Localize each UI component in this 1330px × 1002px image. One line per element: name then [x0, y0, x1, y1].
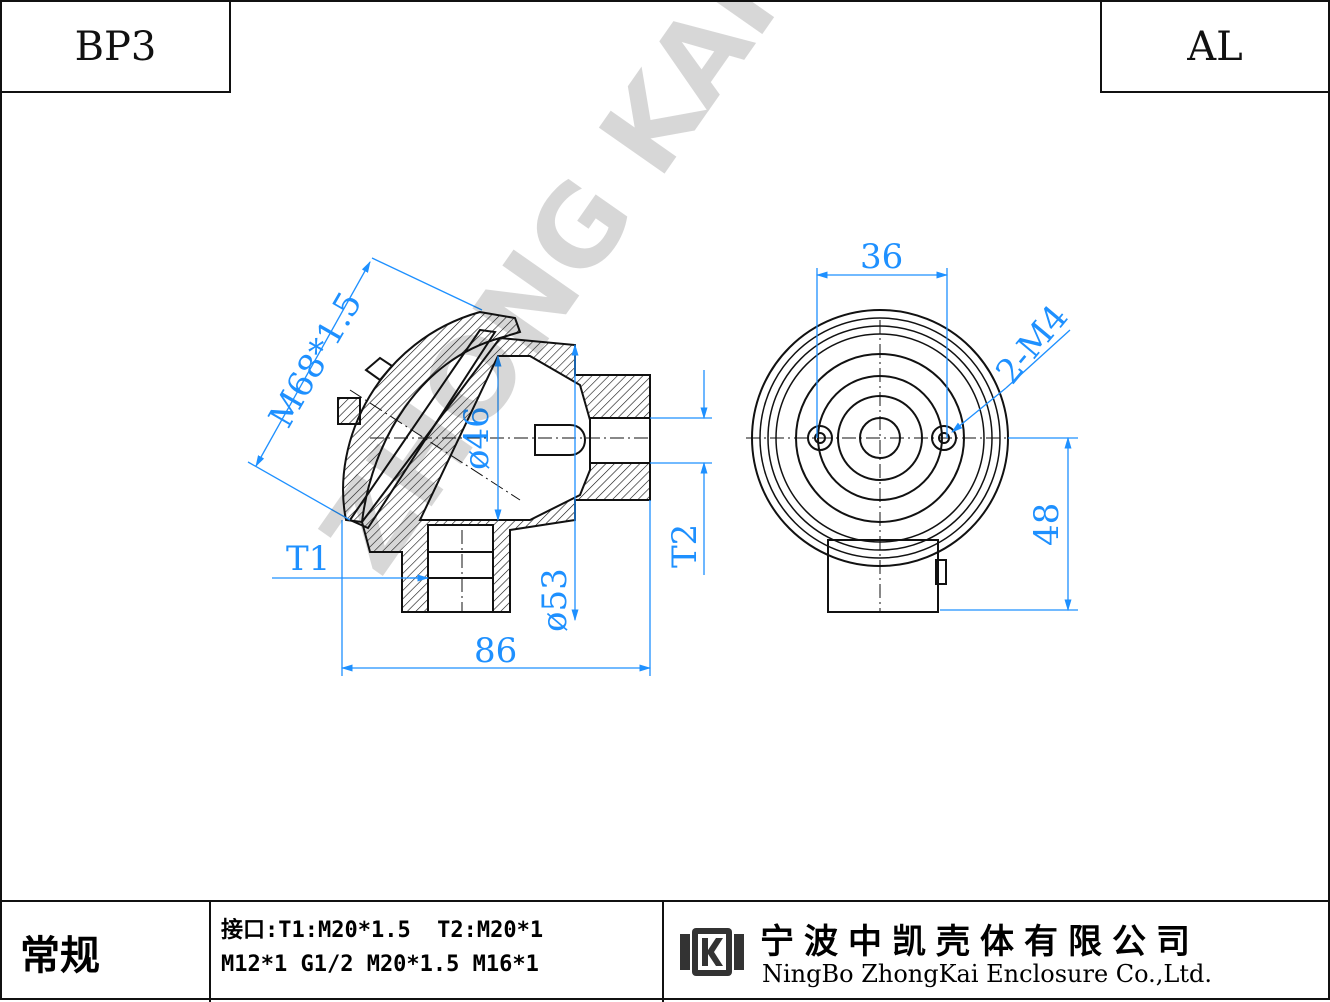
type-label: 常规: [20, 933, 100, 979]
port-t2-bore: [589, 417, 651, 464]
type-cell: 常规: [0, 902, 211, 1002]
spec-cell: 接口:T1:M20*1.5 T2:M20*1 M12*1 G1/2 M20*1.…: [211, 902, 664, 1002]
side-view-dimensions: [247, 257, 712, 676]
hole-spacing-label: 36: [860, 237, 903, 277]
spec-line-1: 接口:T1:M20*1.5 T2:M20*1: [221, 918, 544, 943]
front-view-dimensions: [815, 268, 1078, 612]
inner-cavity: [418, 355, 591, 521]
base-diameter-label: ø53: [535, 568, 575, 632]
title-block: 常规 接口:T1:M20*1.5 T2:M20*1 M12*1 G1/2 M20…: [0, 900, 1330, 1002]
screw-label: 2-M4: [988, 297, 1076, 391]
bottom-neck: [827, 539, 939, 613]
inner-diameter-label: ø46: [457, 406, 497, 470]
front-view: [746, 309, 1012, 613]
port2-label: T2: [665, 524, 705, 568]
port-t1-bore: [427, 524, 494, 613]
hinge-tab: [337, 397, 361, 425]
company-name-cn: 宁波中凯壳体有限公司: [760, 922, 1200, 962]
spec-line-2: M12*1 G1/2 M20*1.5 M16*1: [221, 952, 539, 977]
company-cell: 宁波中凯壳体有限公司 NingBo ZhongKai Enclosure Co.…: [664, 902, 1330, 1002]
height-label: 48: [1027, 503, 1067, 546]
model-code: BP3: [74, 23, 157, 70]
terminal-insert: [534, 424, 586, 456]
material-box: AL: [1100, 0, 1330, 93]
company-logo-icon: [680, 928, 744, 976]
hinge-lug: [364, 356, 394, 382]
company-name-en: NingBo ZhongKai Enclosure Co.,Ltd.: [762, 960, 1212, 988]
port1-label: T1: [286, 539, 330, 579]
material-code: AL: [1187, 23, 1243, 70]
model-code-box: BP3: [0, 0, 231, 93]
width-label: 86: [474, 631, 517, 671]
